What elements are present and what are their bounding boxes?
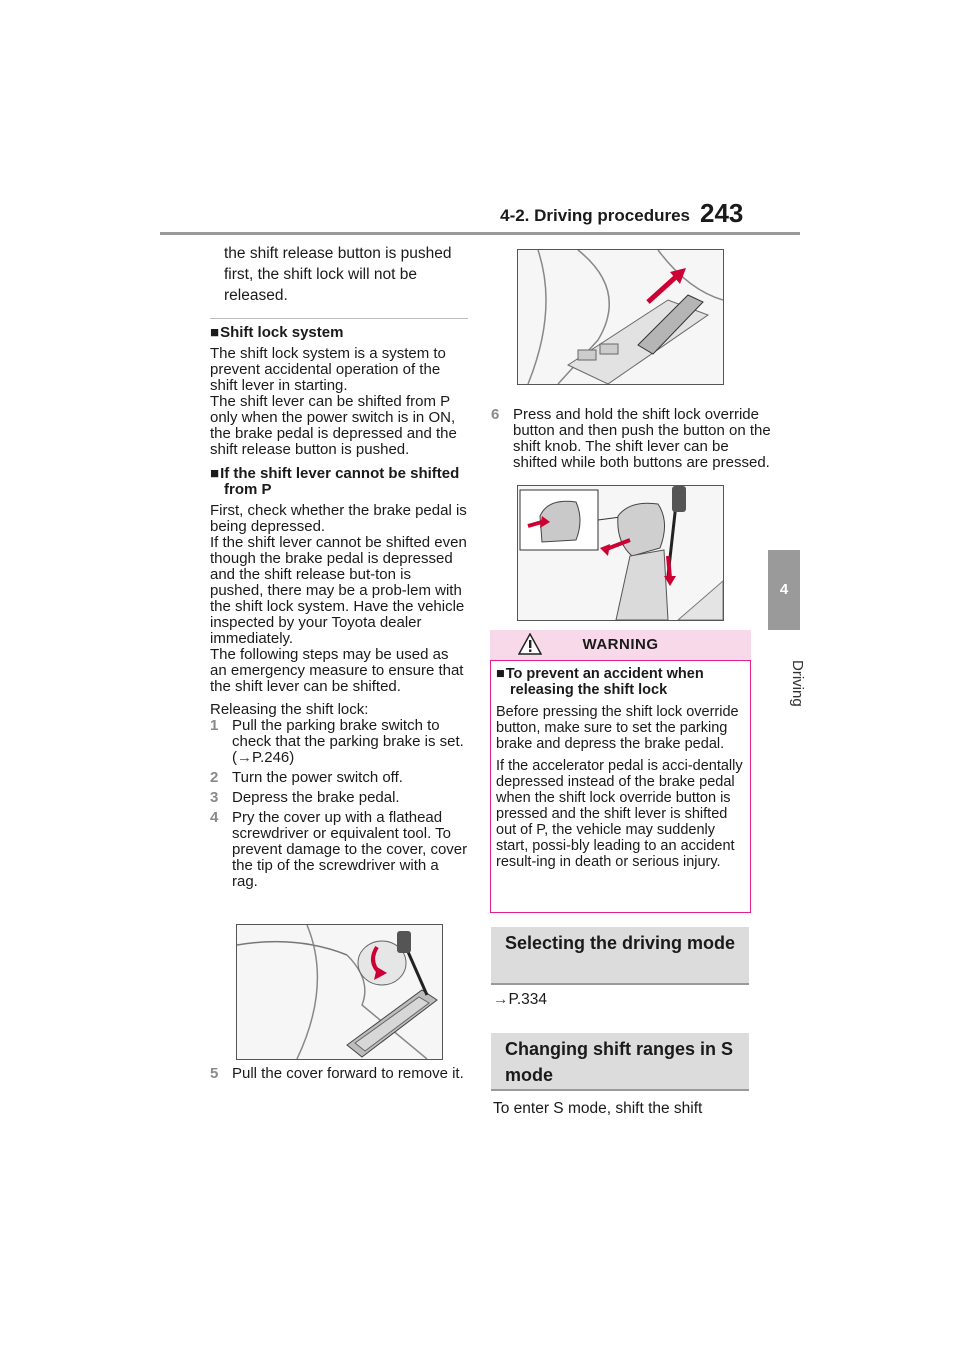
- step-1: 1 Pull the parking brake switch to check…: [210, 717, 464, 766]
- step-4: 4 Pry the cover up with a flathead screw…: [210, 809, 468, 890]
- chapter-tab: 4: [768, 550, 800, 630]
- cannot-shift-heading: ■If the shift lever cannot be shifted fr…: [210, 465, 460, 498]
- section-heading-s-mode: Changing shift ranges in S mode: [491, 1033, 749, 1091]
- arrow-icon: →: [493, 991, 509, 1008]
- shift-lock-heading: ■Shift lock system: [210, 324, 344, 341]
- square-bullet-icon: ■: [210, 465, 220, 482]
- cannot-shift-body: First, check whether the brake pedal is …: [210, 502, 467, 695]
- remove-cover-illustration: [517, 249, 724, 385]
- section-header-title: 4-2. Driving procedures: [500, 206, 690, 225]
- page-reference-link[interactable]: P.246): [252, 749, 295, 766]
- step-3: 3 Depress the brake pedal.: [210, 789, 400, 806]
- warning-title: WARNING: [582, 636, 659, 653]
- header-rule: [160, 232, 800, 235]
- warning-triangle-icon: [518, 633, 542, 655]
- driving-mode-reference: →P.334: [493, 992, 547, 1008]
- page-number: 243: [700, 198, 744, 228]
- step-2: 2 Turn the power switch off.: [210, 769, 403, 786]
- step-5: 5 Pull the cover forward to remove it.: [210, 1065, 464, 1082]
- arrow-icon: →: [237, 749, 252, 766]
- override-button-illustration: [517, 485, 724, 621]
- square-bullet-icon: ■: [210, 324, 220, 341]
- pry-cover-illustration: [236, 924, 443, 1060]
- warning-heading: ■To prevent an accident when releasing t…: [496, 666, 704, 698]
- divider: [210, 318, 468, 319]
- warning-content: ■To prevent an accident when releasing t…: [496, 666, 746, 870]
- chapter-tab-label: Driving: [789, 660, 806, 707]
- section-heading-driving-mode: Selecting the driving mode: [491, 927, 749, 985]
- page-reference-link[interactable]: P.334: [508, 991, 548, 1008]
- step-6: 6 Press and hold the shift lock override…: [491, 406, 771, 471]
- warning-paragraph-2: If the accelerator pedal is acci-dentall…: [496, 758, 743, 870]
- continued-text: the shift release button is pushed first…: [224, 245, 452, 304]
- s-mode-body: To enter S mode, shift the shift: [493, 1100, 703, 1117]
- warning-paragraph-1: Before pressing the shift lock override …: [496, 704, 739, 752]
- square-bullet-icon: ■: [496, 666, 505, 682]
- shift-lock-body: The shift lock system is a system to pre…: [210, 345, 457, 458]
- releasing-label: Releasing the shift lock:: [210, 701, 369, 718]
